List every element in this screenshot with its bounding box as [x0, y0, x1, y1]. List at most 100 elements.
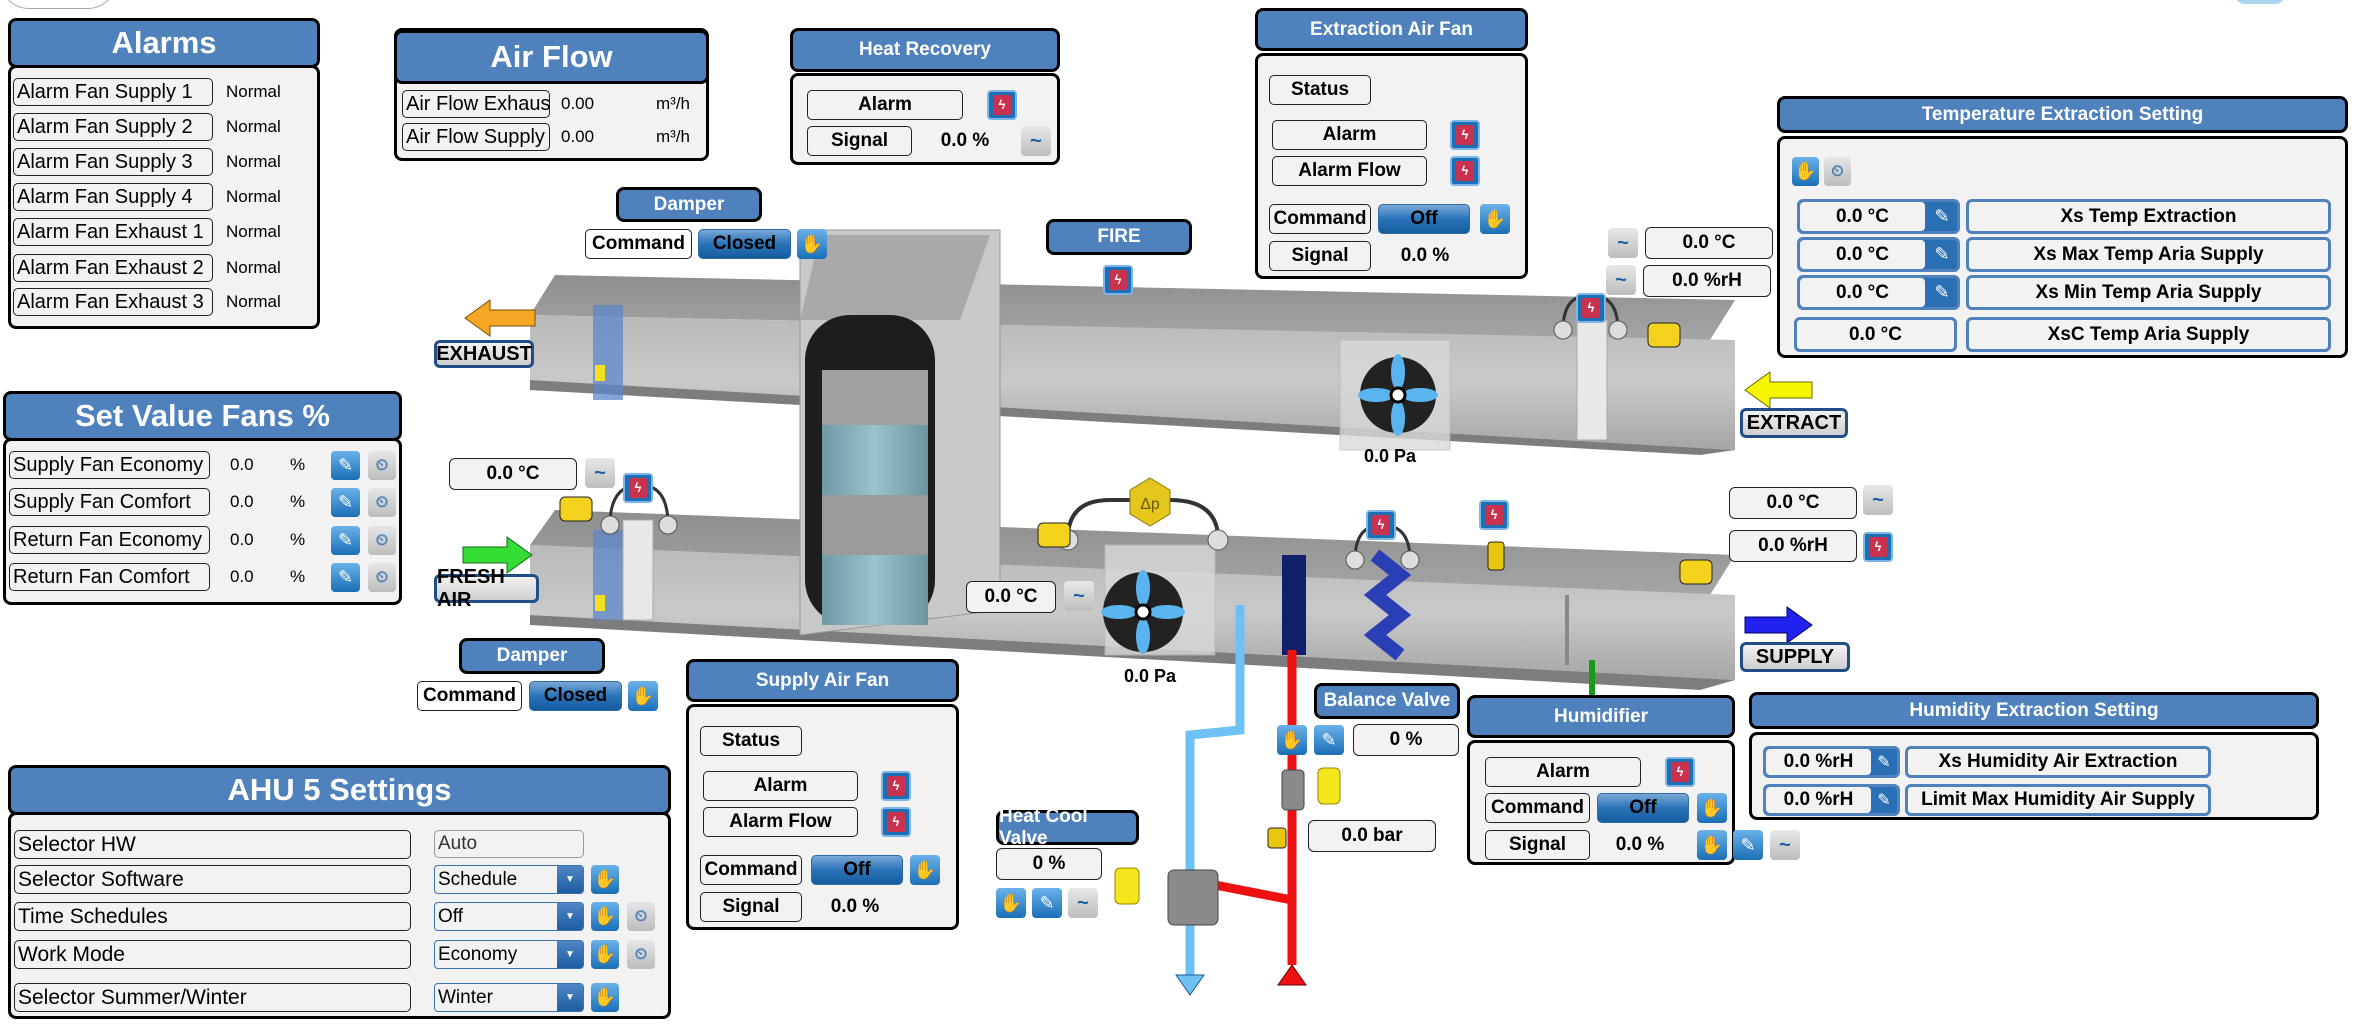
frost-alarm-icon[interactable]: ϟ — [1479, 500, 1509, 530]
humidity-setpoint-input[interactable]: 0.0 %rH✎ — [1763, 746, 1900, 778]
edit-icon[interactable]: ✎ — [1877, 792, 1891, 809]
humidifier-alarm-icon[interactable]: ϟ — [1665, 757, 1695, 787]
top-right-tab[interactable] — [2236, 0, 2284, 4]
manual-override-icon[interactable]: ✋ — [591, 983, 619, 1012]
manual-override-icon[interactable]: ✋ — [591, 940, 619, 969]
ahu-setting-select[interactable]: Schedule▼ — [434, 865, 584, 894]
chevron-down-icon[interactable]: ▼ — [557, 984, 583, 1011]
extraction-fan-signal-value: 0.0 % — [1400, 245, 1450, 266]
ahu-setting-select[interactable]: Economy▼ — [434, 940, 584, 969]
temp-extraction-manual-icon[interactable]: ✋ — [1792, 157, 1819, 186]
edit-icon[interactable]: ✎ — [1877, 754, 1891, 771]
manual-override-icon[interactable]: ✋ — [591, 865, 619, 894]
supply-fan-signal-value: 0.0 % — [830, 896, 880, 917]
balance-valve-manual-icon[interactable]: ✋ — [1277, 725, 1307, 755]
heat-recovery-alarm-icon[interactable]: ϟ — [987, 90, 1017, 120]
alarm-item-label: Alarm Fan Supply 4 — [13, 183, 213, 211]
extract-label: EXTRACT — [1740, 408, 1848, 438]
supply-fan-command-button[interactable]: Off — [811, 855, 903, 885]
supply-fan-alarm-flow-icon[interactable]: ϟ — [881, 807, 911, 837]
heat-recovery-trend-icon[interactable]: ~ — [1021, 126, 1051, 156]
ahu-setting-select[interactable]: Winter ▼ — [434, 983, 584, 1012]
heat-cool-valve-edit-icon[interactable]: ✎ — [1032, 888, 1062, 918]
exhaust-arrow — [464, 299, 536, 337]
fire-alarm-icon[interactable]: ϟ — [1103, 265, 1133, 295]
humidifier-signal-edit-icon[interactable]: ✎ — [1733, 830, 1763, 860]
hot-water-arrow — [1277, 964, 1307, 986]
edit-icon[interactable]: ✎ — [1934, 244, 1950, 264]
edit-icon[interactable]: ✎ — [1934, 206, 1950, 226]
extraction-fan-manual-icon[interactable]: ✋ — [1480, 204, 1510, 234]
edit-icon[interactable]: ✎ — [331, 488, 360, 517]
chevron-down-icon[interactable]: ▼ — [557, 941, 583, 968]
fresh-filter-alarm-icon[interactable]: ϟ — [623, 473, 653, 503]
after-recovery-temp-trend-icon[interactable]: ~ — [1064, 581, 1094, 611]
humidifier-manual-icon[interactable]: ✋ — [1697, 793, 1727, 823]
schedule-icon[interactable]: ⏲ — [627, 902, 655, 931]
supply-humidity-alarm-icon[interactable]: ϟ — [1863, 532, 1893, 562]
exhaust-label: EXHAUST — [434, 340, 534, 368]
balance-valve-edit-icon[interactable]: ✎ — [1314, 725, 1344, 755]
alarm-item-label: Alarm Fan Supply 2 — [13, 113, 213, 141]
humidifier-signal-manual-icon[interactable]: ✋ — [1697, 830, 1727, 860]
schedule-icon[interactable]: ⏲ — [368, 563, 396, 592]
fresh-air-arrow — [462, 536, 533, 574]
extract-temp-trend-icon[interactable]: ~ — [1608, 228, 1638, 258]
damper-exhaust-manual-icon[interactable]: ✋ — [797, 229, 827, 259]
humidity-extraction-header: Humidity Extraction Setting — [1749, 692, 2319, 729]
edit-icon[interactable]: ✎ — [331, 451, 360, 480]
temp-setpoint-input[interactable]: 0.0 °C✎ — [1797, 199, 1960, 234]
alarm-item-status: Normal — [226, 117, 281, 136]
manual-override-icon[interactable]: ✋ — [591, 902, 619, 931]
fan-setpoint-unit: % — [290, 492, 306, 511]
heat-cool-valve-manual-icon[interactable]: ✋ — [996, 888, 1026, 918]
fresh-temp-trend-icon[interactable]: ~ — [585, 458, 615, 488]
extraction-fan-alarm-flow-icon[interactable]: ϟ — [1450, 156, 1480, 186]
supply-temp-trend-icon[interactable]: ~ — [1863, 485, 1893, 515]
temp-setpoint-input[interactable]: 0.0 °C✎ — [1797, 275, 1960, 310]
chevron-down-icon[interactable]: ▼ — [557, 866, 583, 893]
schedule-icon[interactable]: ⏲ — [627, 940, 655, 969]
alarm-item-status: Normal — [226, 152, 281, 171]
damper-fresh-manual-icon[interactable]: ✋ — [628, 681, 658, 711]
air-flow-item-unit: m³/h — [656, 94, 690, 113]
extract-fan-pressure: 0.0 Pa — [1363, 445, 1417, 466]
ahu-settings-header: AHU 5 Settings — [8, 765, 671, 815]
extraction-fan-alarm-flow-label: Alarm Flow — [1272, 156, 1427, 186]
edit-icon[interactable]: ✎ — [331, 526, 360, 555]
edit-icon[interactable]: ✎ — [331, 563, 360, 592]
extract-filter-alarm-icon[interactable]: ϟ — [1576, 293, 1606, 323]
supply-fan-manual-icon[interactable]: ✋ — [910, 855, 940, 885]
supply-fan-status-label: Status — [700, 726, 802, 756]
damper-fresh-command-button[interactable]: Closed — [529, 681, 622, 711]
ahu-setting-select[interactable]: Off▼ — [434, 902, 584, 931]
humidity-setpoint-input[interactable]: 0.0 %rH✎ — [1763, 784, 1900, 816]
fresh-air-label: FRESH AIR — [434, 566, 539, 611]
air-flow-header: Air Flow — [394, 30, 709, 84]
schedule-icon[interactable]: ⏲ — [368, 451, 396, 480]
balance-valve-pressure: 0.0 bar — [1308, 820, 1436, 852]
schedule-icon[interactable]: ⏲ — [368, 488, 396, 517]
temp-setpoint-input[interactable]: 0.0 °C✎ — [1797, 237, 1960, 272]
coil-filter-alarm-icon[interactable]: ϟ — [1366, 510, 1396, 540]
chevron-down-icon[interactable]: ▼ — [557, 903, 583, 930]
extraction-fan-alarm-icon[interactable]: ϟ — [1450, 120, 1480, 150]
extraction-fan-title: Extraction Air Fan — [1310, 18, 1473, 40]
temp-extraction-schedule-icon[interactable]: ⏲ — [1824, 157, 1851, 186]
ahu-setting-select-value: Winter — [438, 986, 493, 1008]
heat-cool-valve-trend-icon[interactable]: ~ — [1068, 888, 1098, 918]
edit-icon[interactable]: ✎ — [1934, 282, 1950, 302]
temp-extraction-title: Temperature Extraction Setting — [1921, 103, 2204, 125]
humidifier-command-button[interactable]: Off — [1597, 793, 1689, 823]
exhaust-damper-blades — [593, 305, 623, 400]
humidifier-signal-trend-icon[interactable]: ~ — [1770, 830, 1800, 860]
supply-fan-alarm-icon[interactable]: ϟ — [881, 771, 911, 801]
humidifier-alarm-label: Alarm — [1485, 757, 1641, 787]
extraction-fan-command-button[interactable]: Off — [1378, 204, 1470, 234]
extract-humidity-trend-icon[interactable]: ~ — [1606, 265, 1636, 295]
supply-humidity-readout: 0.0 %rH — [1729, 530, 1857, 562]
damper-exhaust-command-button[interactable]: Closed — [698, 229, 791, 259]
schedule-icon[interactable]: ⏲ — [368, 526, 396, 555]
ahu-setting-label: Time Schedules — [14, 902, 411, 931]
